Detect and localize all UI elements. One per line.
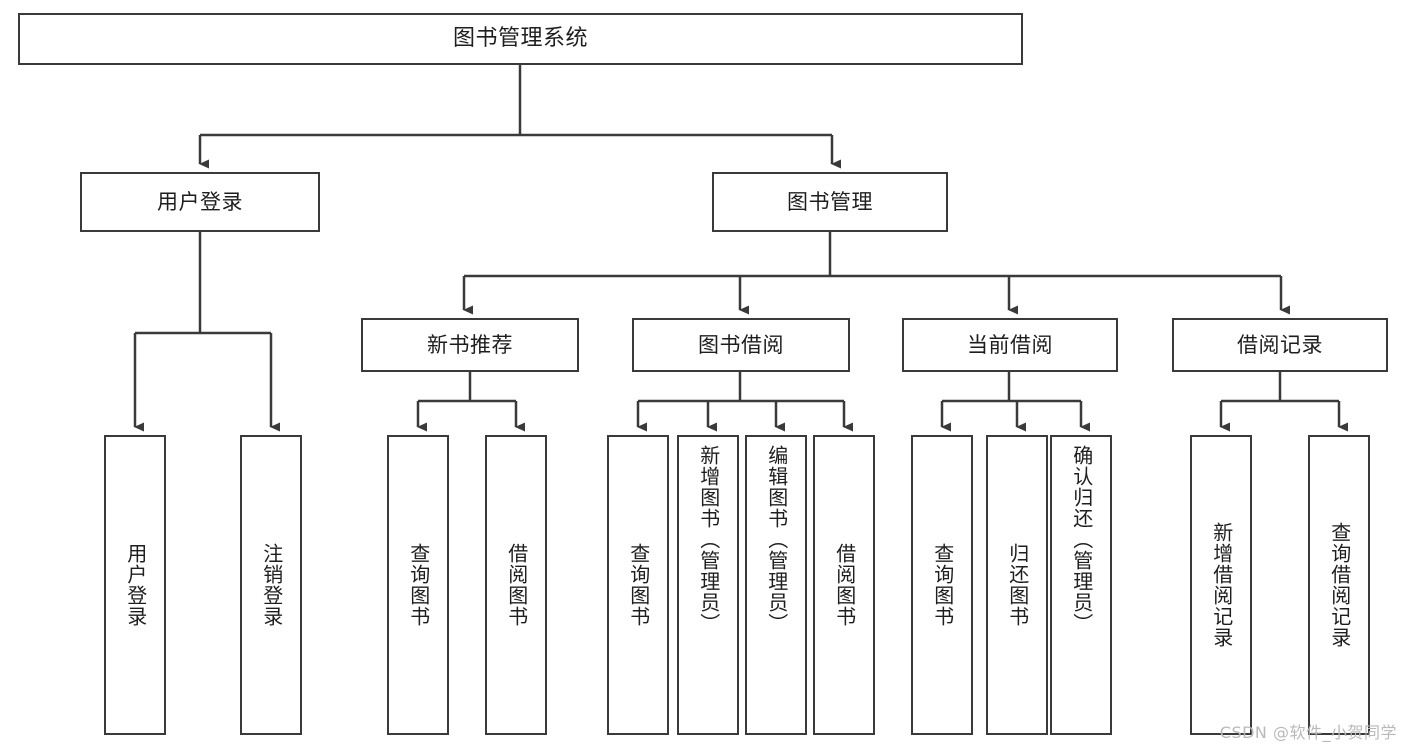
leaf-borrow-book-2-label: 借阅图书 (832, 543, 857, 627)
node-book-borrow-label: 图书借阅 (698, 332, 784, 357)
leaf-edit-book[interactable]: 编辑图书（管理员） (745, 435, 807, 735)
node-current-borrow-label: 当前借阅 (967, 332, 1053, 357)
leaf-query-book-2-label: 查询图书 (626, 543, 651, 627)
leaf-borrow-book-1[interactable]: 借阅图书 (485, 435, 547, 735)
leaf-add-book-label: 新增图书（管理员） (696, 445, 721, 634)
node-new-book-recommend[interactable]: 新书推荐 (361, 318, 579, 372)
leaf-query-book-3[interactable]: 查询图书 (911, 435, 973, 735)
leaf-query-book-2[interactable]: 查询图书 (607, 435, 669, 735)
leaf-confirm-return[interactable]: 确认归还（管理员） (1050, 435, 1112, 735)
leaf-user-login-label: 用户登录 (123, 543, 148, 627)
leaf-query-borrow-record[interactable]: 查询借阅记录 (1308, 435, 1370, 735)
leaf-add-book[interactable]: 新增图书（管理员） (677, 435, 739, 735)
csdn-watermark: CSDN @软件_小贺同学 (1219, 723, 1397, 742)
leaf-logout-login[interactable]: 注销登录 (240, 435, 302, 735)
leaf-logout-login-label: 注销登录 (259, 543, 284, 627)
leaf-query-book-1-label: 查询图书 (406, 543, 431, 627)
node-root[interactable]: 图书管理系统 (18, 13, 1023, 65)
leaf-query-book-3-label: 查询图书 (930, 543, 955, 627)
leaf-return-book-label: 归还图书 (1005, 543, 1030, 627)
node-user-login[interactable]: 用户登录 (80, 172, 320, 232)
node-book-borrow[interactable]: 图书借阅 (632, 318, 850, 372)
node-root-label: 图书管理系统 (452, 26, 588, 52)
leaf-borrow-book-2[interactable]: 借阅图书 (813, 435, 875, 735)
leaf-confirm-return-label: 确认归还（管理员） (1069, 445, 1094, 634)
leaf-return-book[interactable]: 归还图书 (986, 435, 1048, 735)
leaf-add-borrow-record[interactable]: 新增借阅记录 (1190, 435, 1252, 735)
node-current-borrow[interactable]: 当前借阅 (902, 318, 1118, 372)
leaf-query-book-1[interactable]: 查询图书 (387, 435, 449, 735)
node-book-manage[interactable]: 图书管理 (712, 172, 948, 232)
node-book-manage-label: 图书管理 (787, 189, 873, 214)
leaf-user-login[interactable]: 用户登录 (104, 435, 166, 735)
leaf-borrow-book-1-label: 借阅图书 (504, 543, 529, 627)
leaf-query-borrow-record-label: 查询借阅记录 (1327, 522, 1352, 648)
node-borrow-record[interactable]: 借阅记录 (1172, 318, 1388, 372)
leaf-edit-book-label: 编辑图书（管理员） (764, 445, 789, 634)
leaf-add-borrow-record-label: 新增借阅记录 (1209, 522, 1234, 648)
node-borrow-record-label: 借阅记录 (1237, 332, 1323, 357)
node-user-login-label: 用户登录 (157, 189, 243, 214)
node-new-book-recommend-label: 新书推荐 (427, 332, 513, 357)
